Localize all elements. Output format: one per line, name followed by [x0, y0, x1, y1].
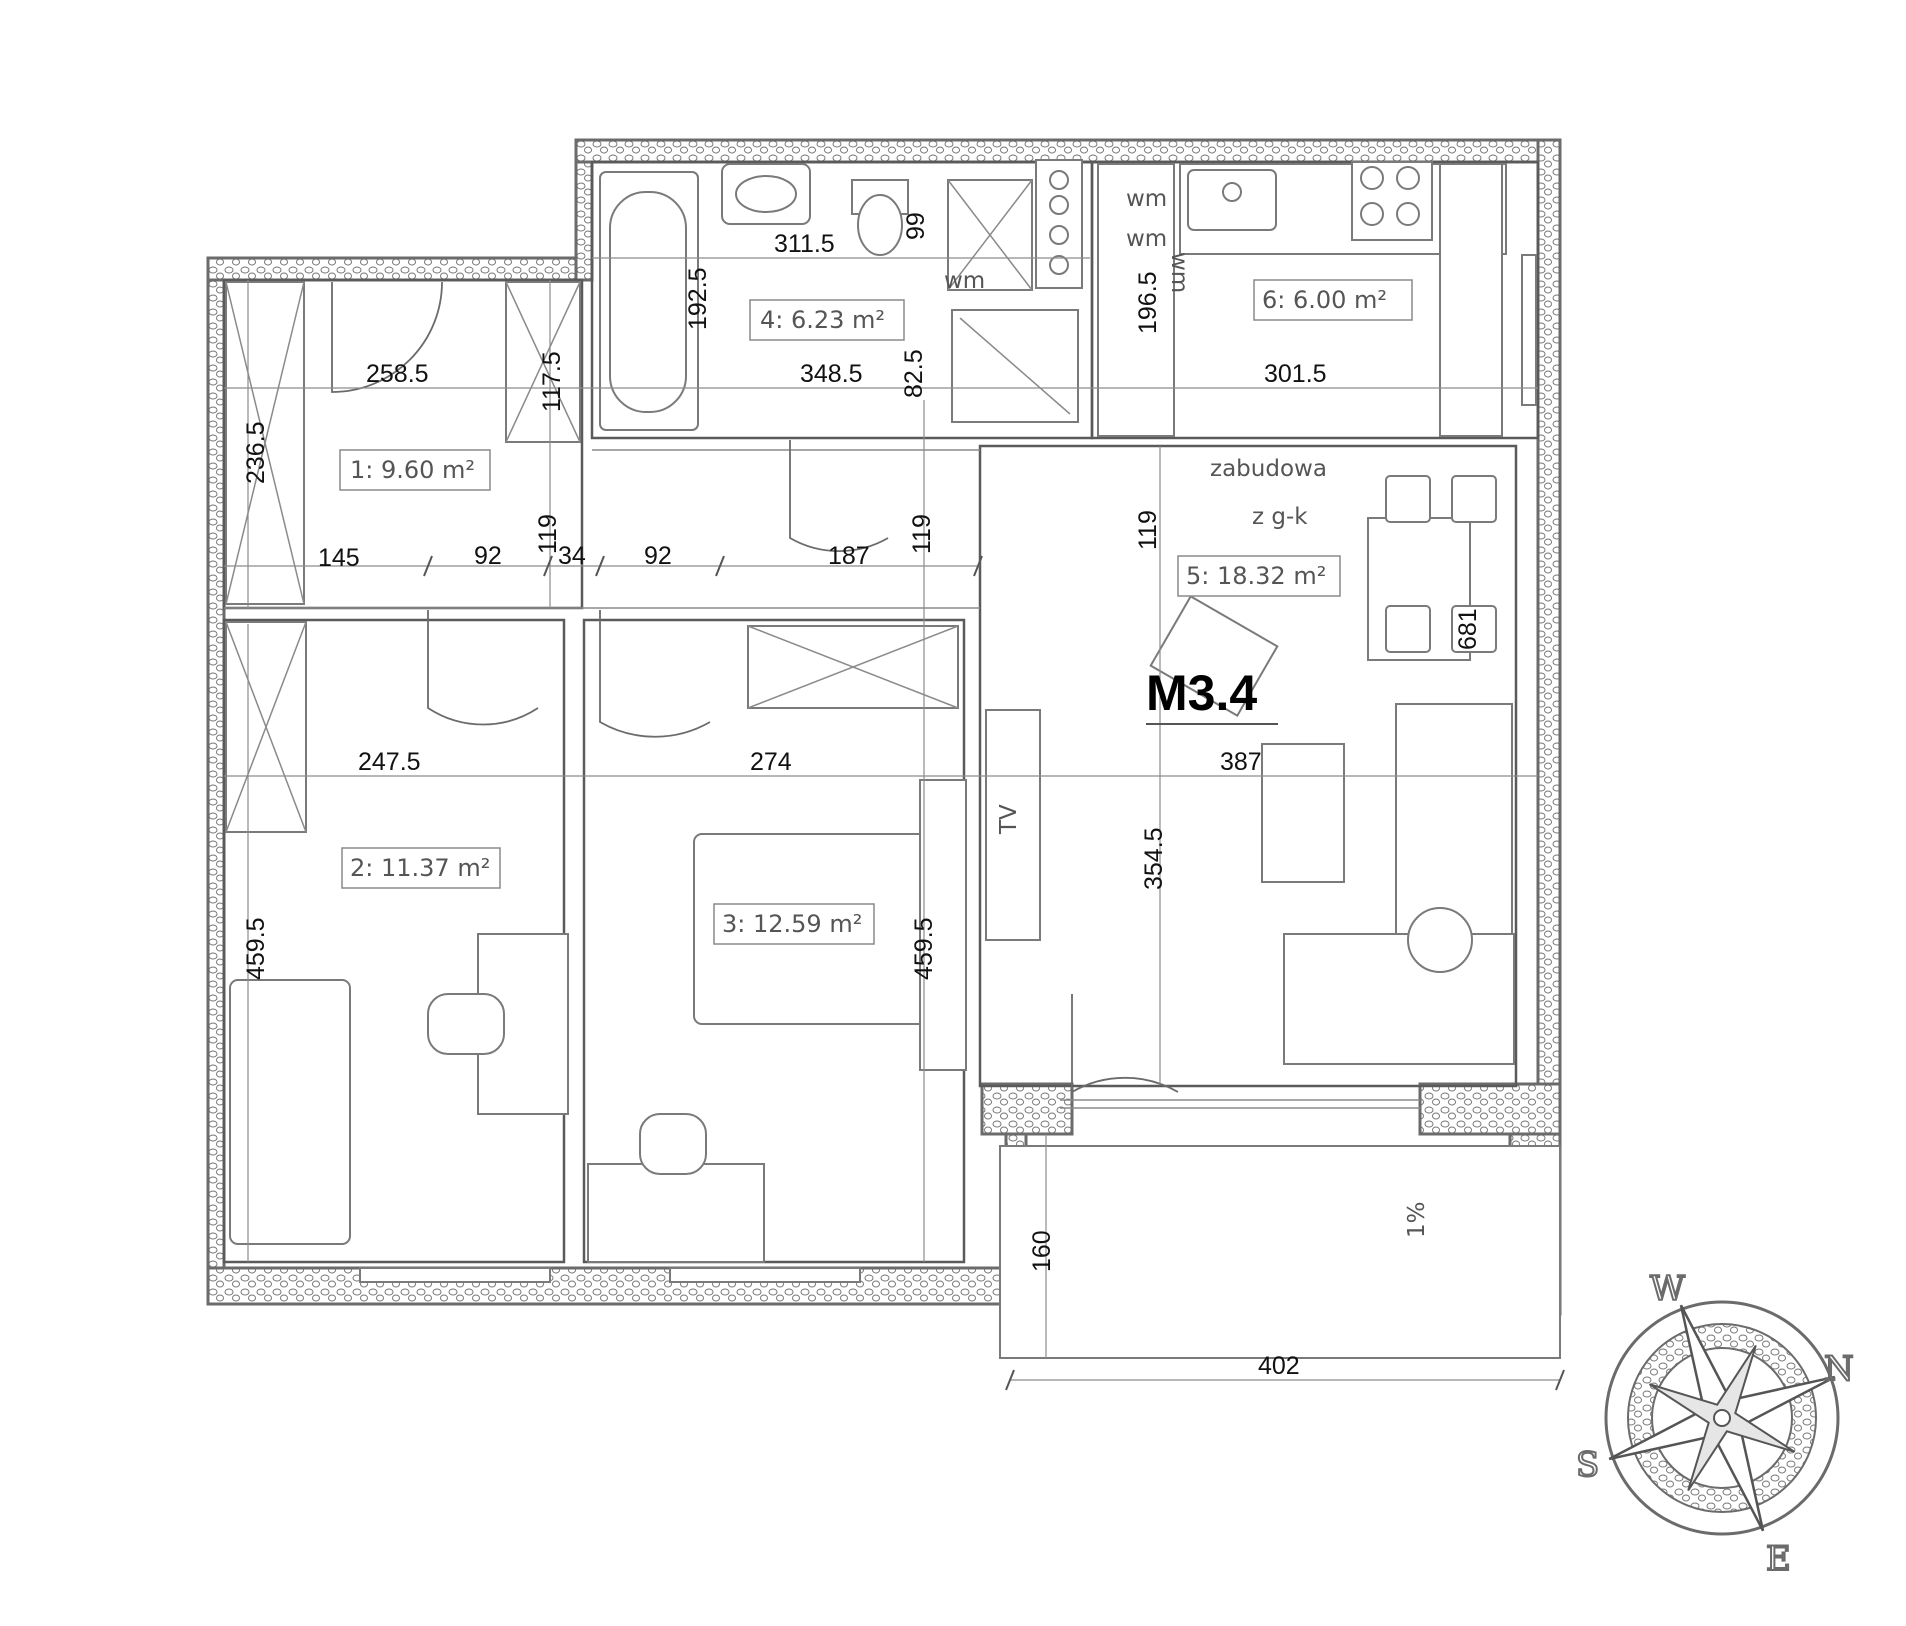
room-label-3: 3: 12.59 m²	[722, 910, 862, 938]
dim-187: 187	[828, 542, 870, 570]
compass-west: W	[1650, 1269, 1685, 1309]
slope-label: 1%	[1404, 1202, 1430, 1239]
dim-311-5: 311.5	[774, 230, 835, 258]
dim-247-5: 247.5	[358, 748, 421, 776]
dim-459-5-left: 459.5	[242, 917, 270, 980]
dimension-labels: 311.5 99 192.5 258.5 117.5 348.5 82.5 19…	[242, 212, 1482, 1380]
dim-681: 681	[1454, 608, 1482, 650]
bathroom-fixtures	[599, 159, 1083, 431]
windows	[359, 254, 1537, 1283]
wm-label-2: wm	[1126, 226, 1167, 252]
room-label-6: 6: 6.00 m²	[1262, 286, 1387, 314]
compass-south: S	[1576, 1445, 1599, 1485]
dim-119-living: 119	[1134, 510, 1162, 550]
dim-160: 160	[1028, 1230, 1056, 1272]
wardrobes	[225, 281, 959, 833]
tv-label: TV	[996, 804, 1022, 835]
dim-92-a: 92	[474, 542, 502, 570]
wm-label-1: wm	[1126, 186, 1167, 212]
annotations: wm wm wm wm zabudowa z g-k TV 1%	[944, 186, 1430, 1238]
room-label-1: 1: 9.60 m²	[350, 456, 475, 484]
room-labels: 1: 9.60 m² 2: 11.37 m² 3: 12.59 m² 4: 6.…	[339, 279, 1413, 945]
dim-387: 387	[1220, 748, 1262, 776]
room-label-2: 2: 11.37 m²	[350, 854, 490, 882]
dim-196-5: 196.5	[1134, 271, 1162, 334]
dim-119-hall: 119	[534, 514, 562, 554]
doors	[331, 281, 1179, 1094]
dim-34: 34	[558, 542, 586, 570]
dim-117-5: 117.5	[538, 351, 566, 412]
dim-459-5-mid: 459.5	[910, 917, 938, 980]
zabudowa-sub-label: z g-k	[1252, 504, 1308, 530]
zabudowa-label: zabudowa	[1210, 456, 1327, 482]
compass-north: N	[1824, 1349, 1854, 1389]
dim-92-b: 92	[644, 542, 672, 570]
dim-82-5: 82.5	[900, 349, 928, 398]
room-label-5: 5: 18.32 m²	[1186, 562, 1326, 590]
dim-348-5: 348.5	[800, 360, 863, 388]
dim-145: 145	[318, 544, 360, 572]
compass-rose: N W S E	[1575, 1268, 1855, 1580]
unit-title: M3.4	[1146, 665, 1257, 721]
dim-274: 274	[750, 748, 792, 776]
dim-99: 99	[902, 212, 930, 240]
dim-236-5: 236.5	[242, 421, 270, 484]
kitchen-fixtures	[1097, 161, 1507, 437]
room-label-4: 4: 6.23 m²	[760, 306, 885, 334]
bedroom-furniture	[229, 779, 967, 1263]
wm-label-3: wm	[944, 268, 985, 294]
interior-walls	[222, 160, 1561, 1359]
dim-258-5: 258.5	[366, 360, 429, 388]
dim-354-5: 354.5	[1140, 827, 1168, 890]
dimension-lines	[224, 257, 1565, 1391]
wm-label-4: wm	[1166, 252, 1192, 293]
dim-192-5: 192.5	[684, 267, 712, 330]
dim-402: 402	[1258, 1352, 1300, 1380]
compass-east: E	[1766, 1539, 1791, 1579]
dim-119-hall-right: 119	[908, 514, 936, 554]
dim-301-5: 301.5	[1264, 360, 1327, 388]
living-furniture	[985, 475, 1515, 1065]
